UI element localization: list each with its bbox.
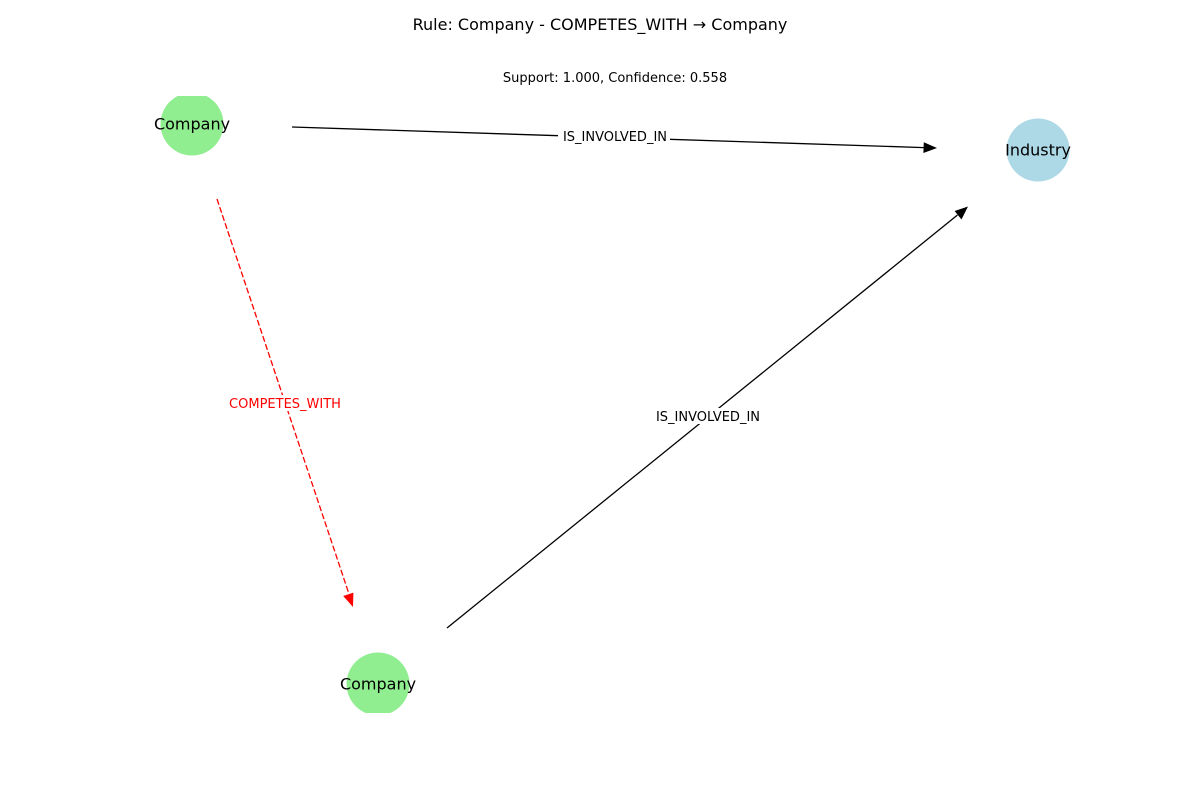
arrow-head-icon [954,206,968,220]
edge-company-top-to-company-bottom: COMPETES_WITH [216,198,354,607]
edge-label-background [558,128,670,144]
node-company-bottom: Company [340,652,416,713]
node-circle [1006,118,1070,182]
node-label: Company [154,115,230,134]
node-label: Industry [1005,141,1071,160]
arrow-head-icon [343,592,354,607]
node-circle [346,652,410,713]
node-circle [160,96,224,156]
arrow-head-icon [923,142,937,153]
diagram-subtitle: Support: 1.000, Confidence: 0.558 [503,71,727,86]
edge-company-bottom-to-industry: IS_INVOLVED_IN [446,206,968,629]
edge-label-background [224,395,346,411]
node-label: Company [340,675,416,694]
edge-label: IS_INVOLVED_IN [563,130,667,145]
edge-company-top-to-industry: IS_INVOLVED_IN [291,126,937,153]
node-industry: Industry [1005,118,1071,182]
node-company-top: Company [154,96,230,156]
diagram-title: Rule: Company - COMPETES_WITH → Company [413,15,788,35]
edge-label: IS_INVOLVED_IN [656,410,760,425]
edge-label-background [652,408,764,424]
edge-label: COMPETES_WITH [229,397,341,412]
